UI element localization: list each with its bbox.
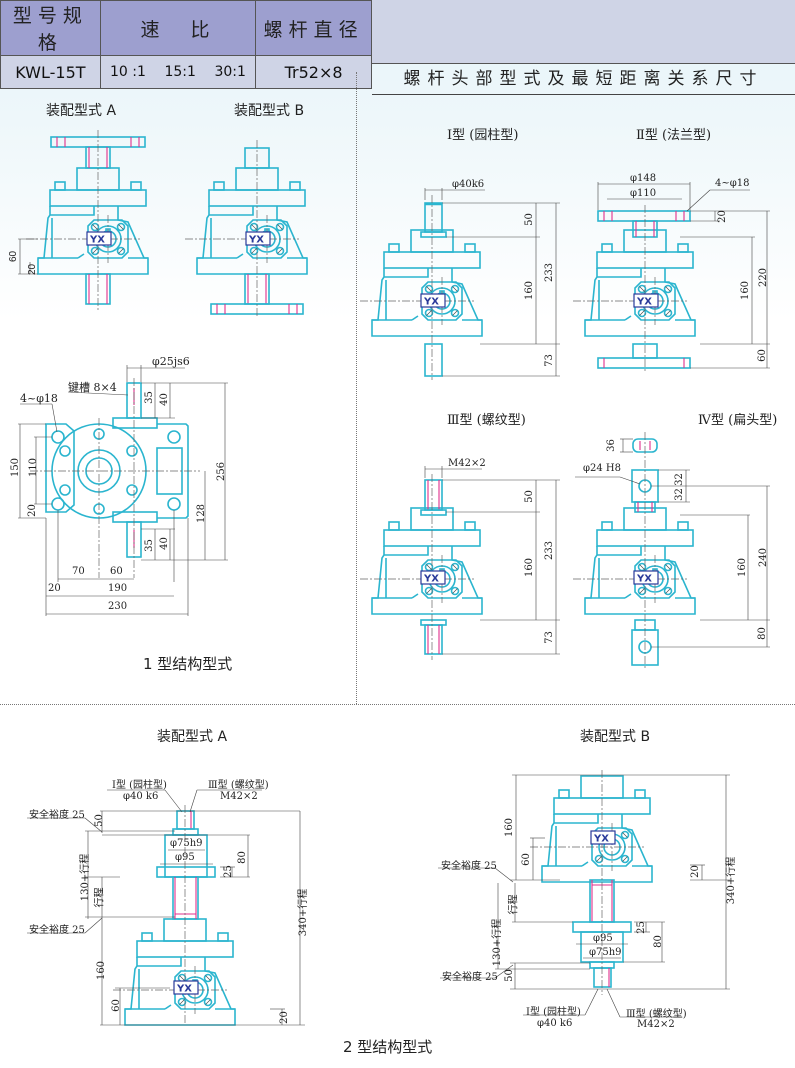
type2b-dim-160: 160 [504,817,516,838]
spec-table: 型号规格 速 比 螺杆直径 KWL-15T 10 :1 15:1 30:1 Tr… [0,0,372,89]
type1-assembly-a-title: 装配型式 A [46,103,117,119]
type2a-type1-label: Ⅰ型 (园柱型) [112,780,167,791]
type3-head-dim-thread: M42×2 [448,458,486,469]
type2a-dim-75: φ75h9 [170,838,203,849]
type2-assembly-b-title: 装配型式 B [580,729,651,745]
head-type4-drawing [572,432,770,668]
type2b-dim-60: 60 [520,853,532,866]
header-ratio: 速 比 [99,0,257,56]
dim-shaft-diameter: φ25js6 [152,355,190,368]
type1-assembly-b-title: 装配型式 B [234,103,305,119]
head-type3-drawing [359,466,560,660]
type4-head-dim-pin: φ24 H8 [583,463,621,474]
head-type2-label: Ⅱ型 (法兰型) [636,128,712,143]
type2-head-dim-holes: 4~φ18 [715,178,750,189]
screw-diameter-value: Tr52×8 [255,55,372,89]
head-type1-drawing [359,188,560,380]
type2-assembly-a-title: 装配型式 A [157,729,228,745]
type2-head-dim-110: φ110 [630,188,657,199]
type1-head-dim-dia: φ40k6 [452,179,485,190]
type2a-dim-95: φ95 [175,852,195,863]
type2b-type3-label: Ⅲ型 (螺纹型) [626,1009,687,1020]
dim-70: 70 [72,566,85,577]
type2b-dim-20: 20 [689,865,701,878]
head-section-title: 螺杆头部型式及最短距离关系尺寸 [372,64,795,95]
type2a-safety-bottom: 安全裕度 25 [29,925,85,936]
type2a-type3-dim: M42×2 [220,791,258,802]
head-type3-label: Ⅲ型 (螺纹型) [447,413,526,428]
horizontal-divider [0,704,795,705]
head-type4-label: Ⅳ型 (扁头型) [698,413,778,428]
type2-caption: 2 型结构型式 [343,1038,433,1056]
type1-assembly-a-drawing: 60 20 [8,130,149,312]
dim-190: 190 [108,583,128,594]
type2-head-dim-148: φ148 [630,173,657,184]
type2a-type3-label: Ⅲ型 (螺纹型) [208,780,269,791]
ratio-values: 10 :1 15:1 30:1 [101,64,255,80]
dim-mount-holes: 4~φ18 [20,392,58,405]
type2b-dim-95: φ95 [593,933,613,944]
model-value: KWL-15T [0,55,101,89]
dim-230: 230 [108,601,128,612]
header-model: 型号规格 [0,0,101,56]
type2b-safety-bottom: 安全裕度 25 [442,972,498,983]
vertical-divider [356,72,357,704]
ratio-2: 15:1 [164,64,196,80]
type2b-type1-dim: φ40 k6 [537,1018,573,1029]
head-type2-drawing [572,182,770,372]
type2b-type3-dim: M42×2 [637,1019,675,1030]
head-type1-label: Ⅰ型 (园柱型) [447,128,519,143]
type2b-dim-75: φ75h9 [589,947,622,958]
type1-dim-60: 60 [8,250,19,262]
type2b-safety-top: 安全裕度 25 [441,861,497,872]
type2b-dim-25: 25 [635,921,647,934]
type2b-dim-stroke: 行程 [508,894,520,915]
dim-20-bottom: 20 [48,583,61,594]
type2b-dim-340: 340+行程 [726,856,738,905]
type2b-dim-130: 130+行程 [492,918,504,967]
type2b-dim-80: 80 [652,935,664,948]
type1-dim-20: 20 [27,263,38,275]
type1-caption: 1 型结构型式 [143,655,233,673]
header-band [372,0,795,64]
type2b-dim-50: 50 [503,969,515,982]
type2a-safety-top: 安全裕度 25 [29,810,85,821]
header-screw-diameter: 螺杆直径 [255,0,372,56]
type1-assembly-b-drawing [184,140,308,318]
ratio-3: 30:1 [214,64,246,80]
type2a-type1-dim: φ40 k6 [123,791,159,802]
type2b-type1-label: Ⅰ型 (园柱型) [526,1007,581,1018]
dim-keyway: 键槽 8×4 [68,381,117,394]
dim-60-plan: 60 [110,566,123,577]
ratio-1: 10 :1 [110,64,146,80]
type1-plan-view [18,365,228,616]
